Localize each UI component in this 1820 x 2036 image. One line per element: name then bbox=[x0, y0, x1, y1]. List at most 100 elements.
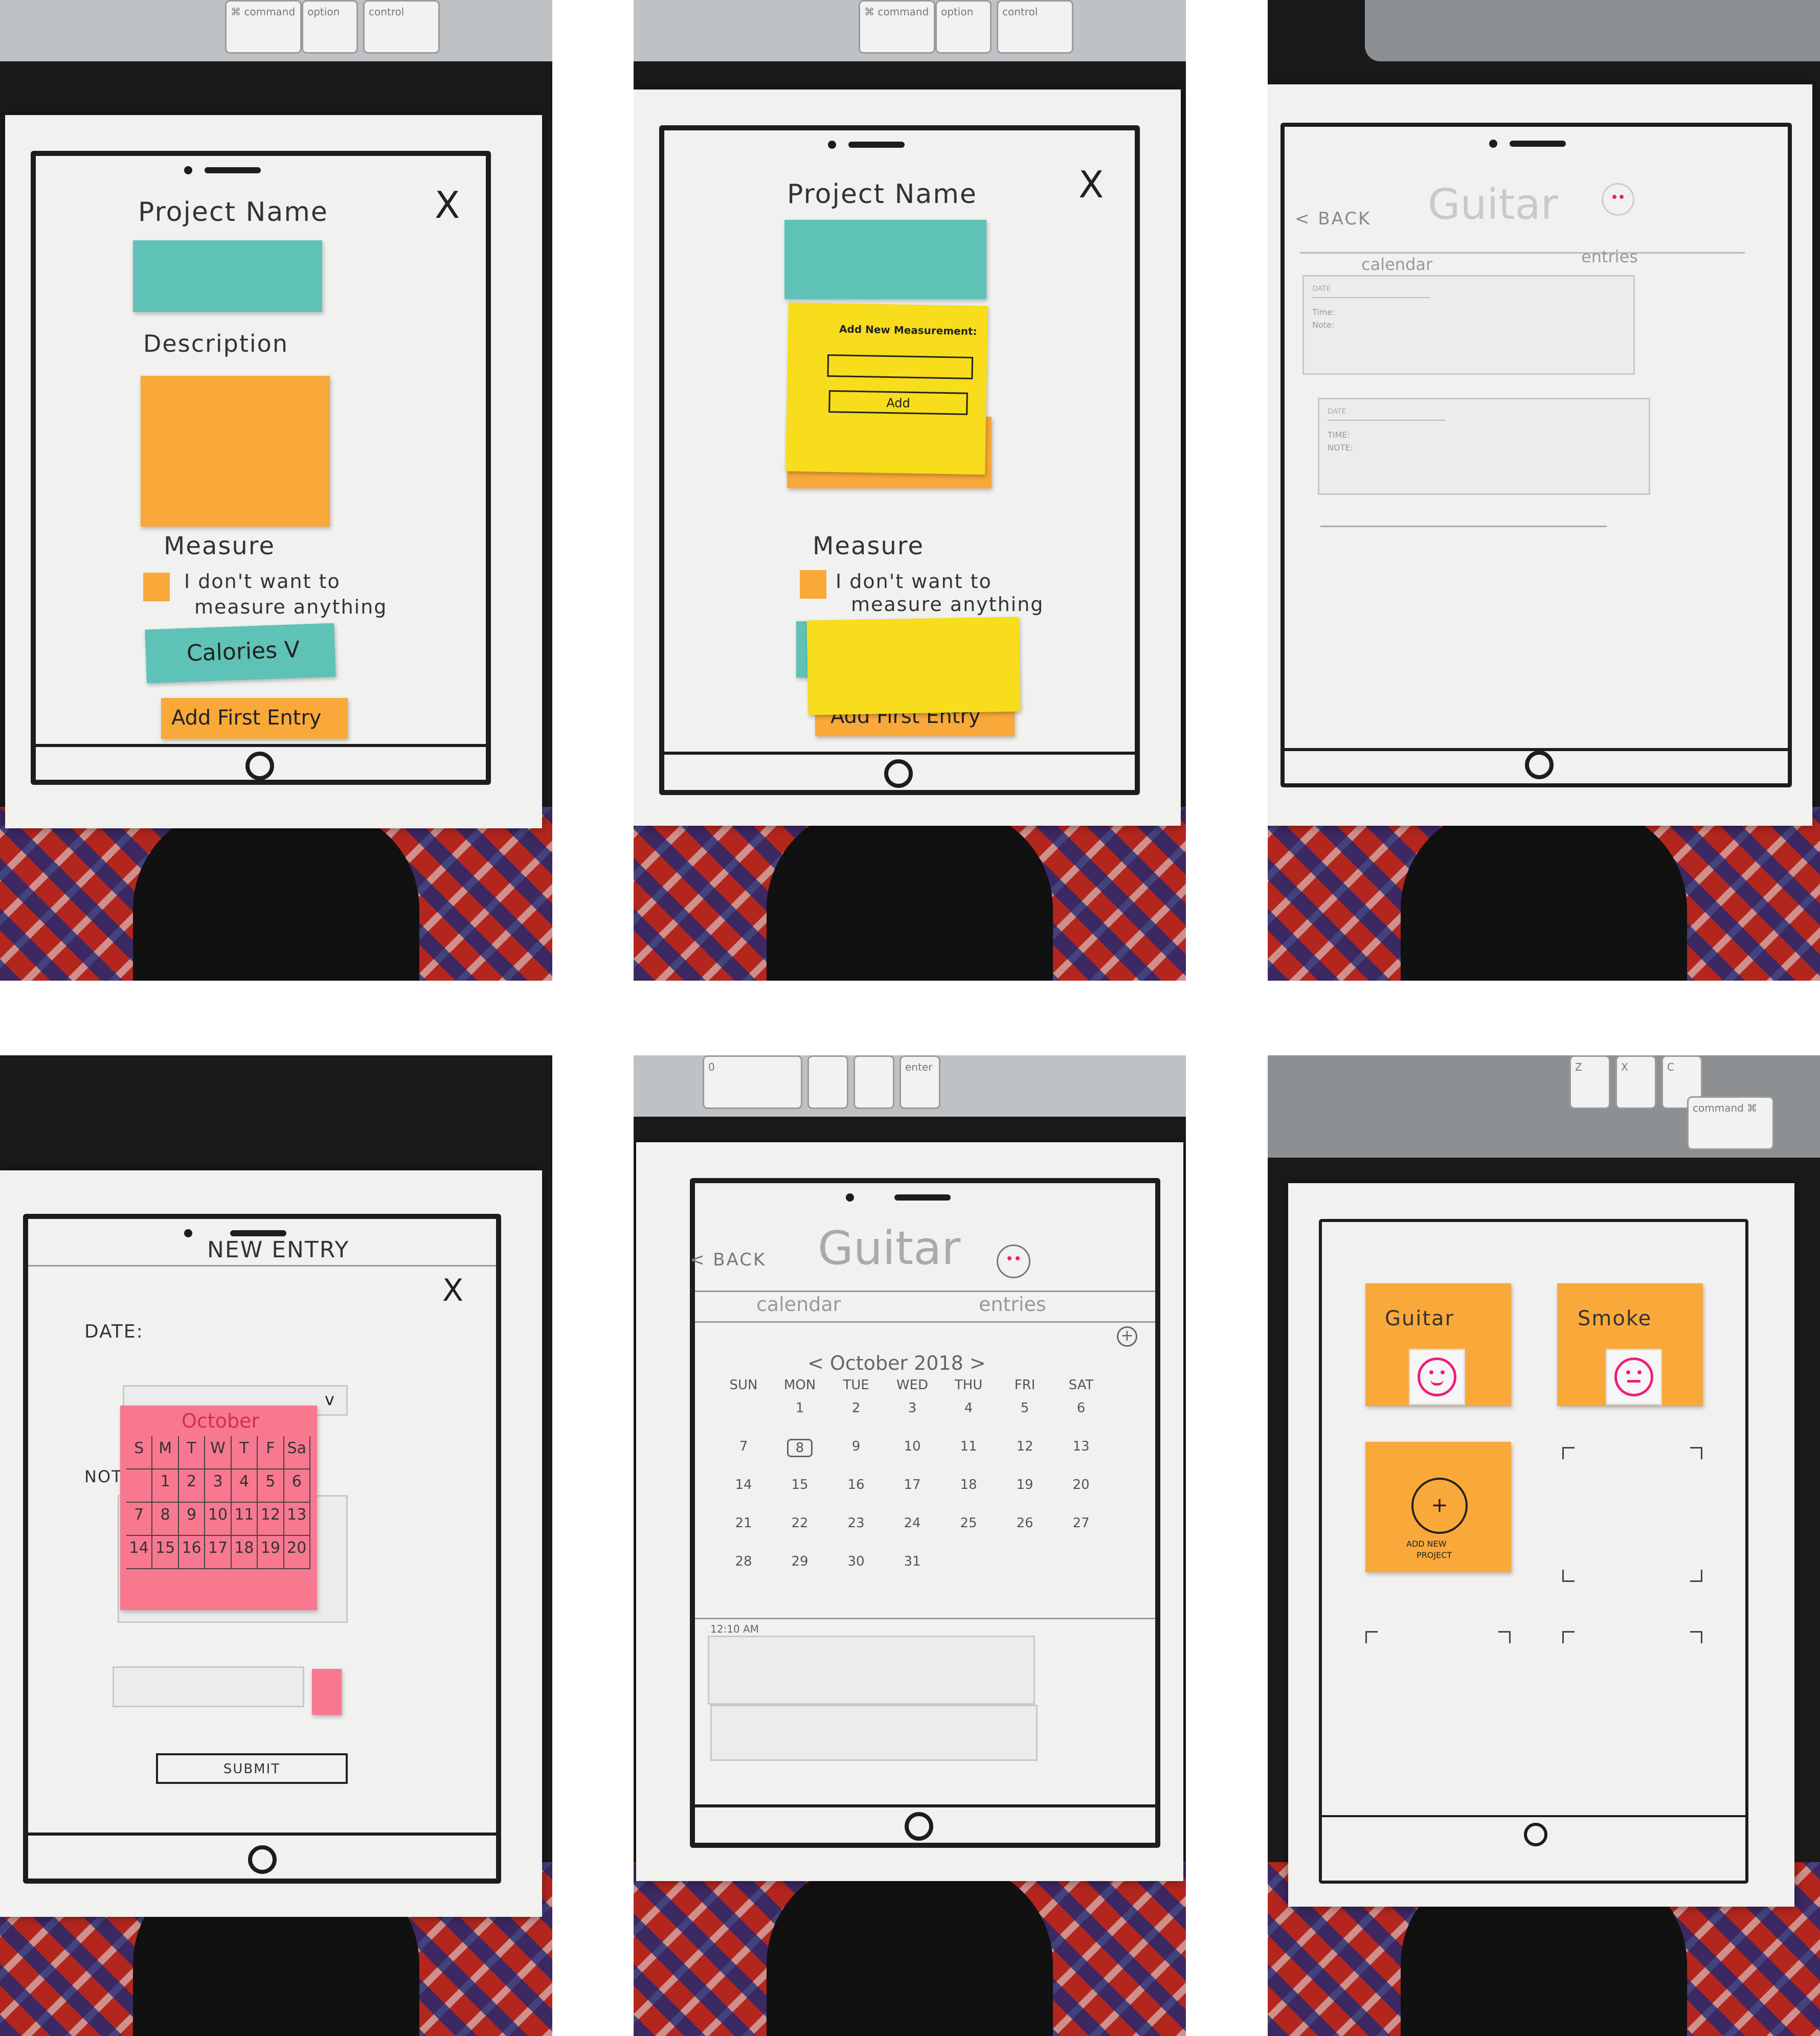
add-new-project-button[interactable]: + ADD NEW PROJECT bbox=[1365, 1442, 1511, 1572]
picker-day[interactable]: 16 bbox=[178, 1536, 206, 1569]
tab-entries[interactable]: entries bbox=[979, 1293, 1046, 1316]
picker-day[interactable]: 6 bbox=[284, 1469, 310, 1503]
picker-day[interactable]: 4 bbox=[231, 1469, 258, 1503]
bottom-bezel-line bbox=[28, 1833, 496, 1836]
add-label-1: ADD NEW bbox=[1406, 1539, 1447, 1549]
calendar-day[interactable]: 23 bbox=[847, 1515, 865, 1531]
calendar-day[interactable]: 14 bbox=[735, 1477, 752, 1492]
calendar-day[interactable]: 2 bbox=[851, 1400, 861, 1416]
calendar-day[interactable]: 19 bbox=[1016, 1477, 1033, 1492]
tab-calendar[interactable]: calendar bbox=[756, 1293, 841, 1316]
calendar-day[interactable]: 26 bbox=[1016, 1515, 1033, 1531]
picker-day[interactable]: 19 bbox=[258, 1536, 284, 1569]
popup-add-button[interactable]: Add bbox=[828, 390, 968, 415]
no-measure-checkbox[interactable] bbox=[800, 570, 826, 599]
quantity-stepper[interactable] bbox=[312, 1669, 342, 1715]
picker-day[interactable]: 8 bbox=[152, 1503, 179, 1536]
calendar-day[interactable]: 13 bbox=[1072, 1439, 1090, 1454]
calendar-day[interactable]: 8 bbox=[787, 1439, 813, 1457]
bottom-bezel-line bbox=[664, 752, 1135, 755]
picker-day[interactable]: 5 bbox=[258, 1469, 284, 1503]
picker-day[interactable]: 13 bbox=[284, 1503, 310, 1536]
picker-day[interactable]: 1 bbox=[152, 1469, 179, 1503]
entry-card[interactable] bbox=[710, 1705, 1038, 1761]
calendar-day[interactable]: 18 bbox=[960, 1477, 977, 1492]
close-button[interactable]: X bbox=[442, 1273, 464, 1308]
calendar-weekday: FRI bbox=[1014, 1377, 1036, 1393]
photo-screen-new-project: ⌘ command option control Project Name X … bbox=[0, 0, 552, 981]
camera-dot bbox=[828, 141, 836, 149]
calendar-day[interactable]: 3 bbox=[908, 1400, 917, 1416]
description-label: Description bbox=[143, 330, 288, 357]
empty-slot-corner bbox=[1690, 1631, 1702, 1643]
calendar-day[interactable]: 12 bbox=[1016, 1439, 1033, 1454]
tab-entries[interactable]: entries bbox=[1581, 247, 1638, 266]
description-field[interactable] bbox=[141, 376, 330, 527]
project-card-smoke[interactable]: Smoke bbox=[1557, 1283, 1703, 1406]
calendar-day[interactable]: 24 bbox=[904, 1515, 921, 1531]
close-button[interactable]: X bbox=[1078, 163, 1104, 206]
camera-dot bbox=[184, 166, 192, 174]
calendar-day[interactable]: 25 bbox=[960, 1515, 977, 1531]
calendar-day[interactable]: 1 bbox=[795, 1400, 804, 1416]
entry-card[interactable]: DATE TIME: NOTE: bbox=[1318, 398, 1650, 495]
picker-day[interactable]: 12 bbox=[258, 1503, 284, 1536]
close-button[interactable]: X bbox=[435, 184, 460, 227]
add-entry-icon[interactable]: + bbox=[1117, 1326, 1137, 1347]
calendar-day[interactable]: 30 bbox=[847, 1554, 865, 1569]
no-measure-checkbox[interactable] bbox=[143, 573, 170, 601]
back-link[interactable]: < BACK bbox=[690, 1250, 767, 1270]
entry-card[interactable] bbox=[708, 1636, 1035, 1705]
entry-card[interactable]: DATE Time: Note: bbox=[1302, 275, 1635, 375]
tab-calendar[interactable]: calendar bbox=[1361, 255, 1433, 274]
picker-day[interactable]: 11 bbox=[231, 1503, 258, 1536]
calendar-day[interactable]: 16 bbox=[847, 1477, 865, 1492]
picker-day[interactable]: 7 bbox=[126, 1503, 153, 1536]
quantity-input[interactable] bbox=[113, 1666, 304, 1707]
measurement-input[interactable] bbox=[827, 354, 974, 379]
picker-weekday: T bbox=[231, 1436, 258, 1469]
back-link[interactable]: < BACK bbox=[1295, 209, 1372, 229]
calendar-day[interactable]: 7 bbox=[739, 1439, 748, 1454]
submit-button[interactable]: SUBMIT bbox=[156, 1753, 348, 1784]
calendar-day[interactable]: 28 bbox=[735, 1554, 752, 1569]
month-header[interactable]: < October 2018 > bbox=[807, 1352, 986, 1374]
key-z: Z bbox=[1569, 1055, 1610, 1109]
add-first-entry-button[interactable]: Add First Entry bbox=[161, 698, 348, 739]
picker-day[interactable]: 2 bbox=[178, 1469, 206, 1503]
calendar-day[interactable]: 15 bbox=[791, 1477, 808, 1492]
calendar-day[interactable]: 21 bbox=[735, 1515, 752, 1531]
calendar-day[interactable]: 10 bbox=[904, 1439, 921, 1454]
project-name-field[interactable] bbox=[784, 220, 986, 299]
calories-dropdown[interactable]: Calories V bbox=[145, 623, 336, 684]
picker-day[interactable]: 14 bbox=[126, 1536, 153, 1569]
calendar-day[interactable]: 4 bbox=[964, 1400, 973, 1416]
calendar-day[interactable]: 9 bbox=[851, 1439, 861, 1454]
calendar-day[interactable]: 20 bbox=[1072, 1477, 1090, 1492]
picker-day[interactable] bbox=[126, 1469, 153, 1503]
picker-day[interactable]: 3 bbox=[205, 1469, 232, 1503]
calendar-day[interactable]: 29 bbox=[791, 1554, 808, 1569]
date-underline bbox=[1312, 297, 1430, 298]
project-card-guitar[interactable]: Guitar bbox=[1365, 1283, 1511, 1406]
calendar-day[interactable]: 31 bbox=[904, 1554, 921, 1569]
picker-day[interactable]: 17 bbox=[205, 1536, 232, 1569]
calendar-day[interactable]: 22 bbox=[791, 1515, 808, 1531]
tablet-frame: < BACK Guitar calendar entries + < Octob… bbox=[690, 1178, 1160, 1848]
picker-day[interactable]: 10 bbox=[205, 1503, 232, 1536]
picker-day[interactable]: 20 bbox=[284, 1536, 310, 1569]
calendar-day[interactable]: 5 bbox=[1020, 1400, 1029, 1416]
picker-day[interactable]: 9 bbox=[178, 1503, 206, 1536]
picker-day[interactable]: 18 bbox=[231, 1536, 258, 1569]
speaker-slot bbox=[894, 1194, 951, 1201]
project-name-field[interactable] bbox=[133, 240, 322, 312]
happy-face-icon bbox=[1409, 1349, 1465, 1405]
calendar-day[interactable]: 27 bbox=[1072, 1515, 1090, 1531]
calendar-day[interactable]: 17 bbox=[904, 1477, 921, 1492]
picker-day[interactable]: 15 bbox=[152, 1536, 179, 1569]
calendar-day[interactable]: 11 bbox=[960, 1439, 977, 1454]
calendar-day[interactable]: 6 bbox=[1076, 1400, 1086, 1416]
calendar-weekday: WED bbox=[896, 1377, 929, 1393]
